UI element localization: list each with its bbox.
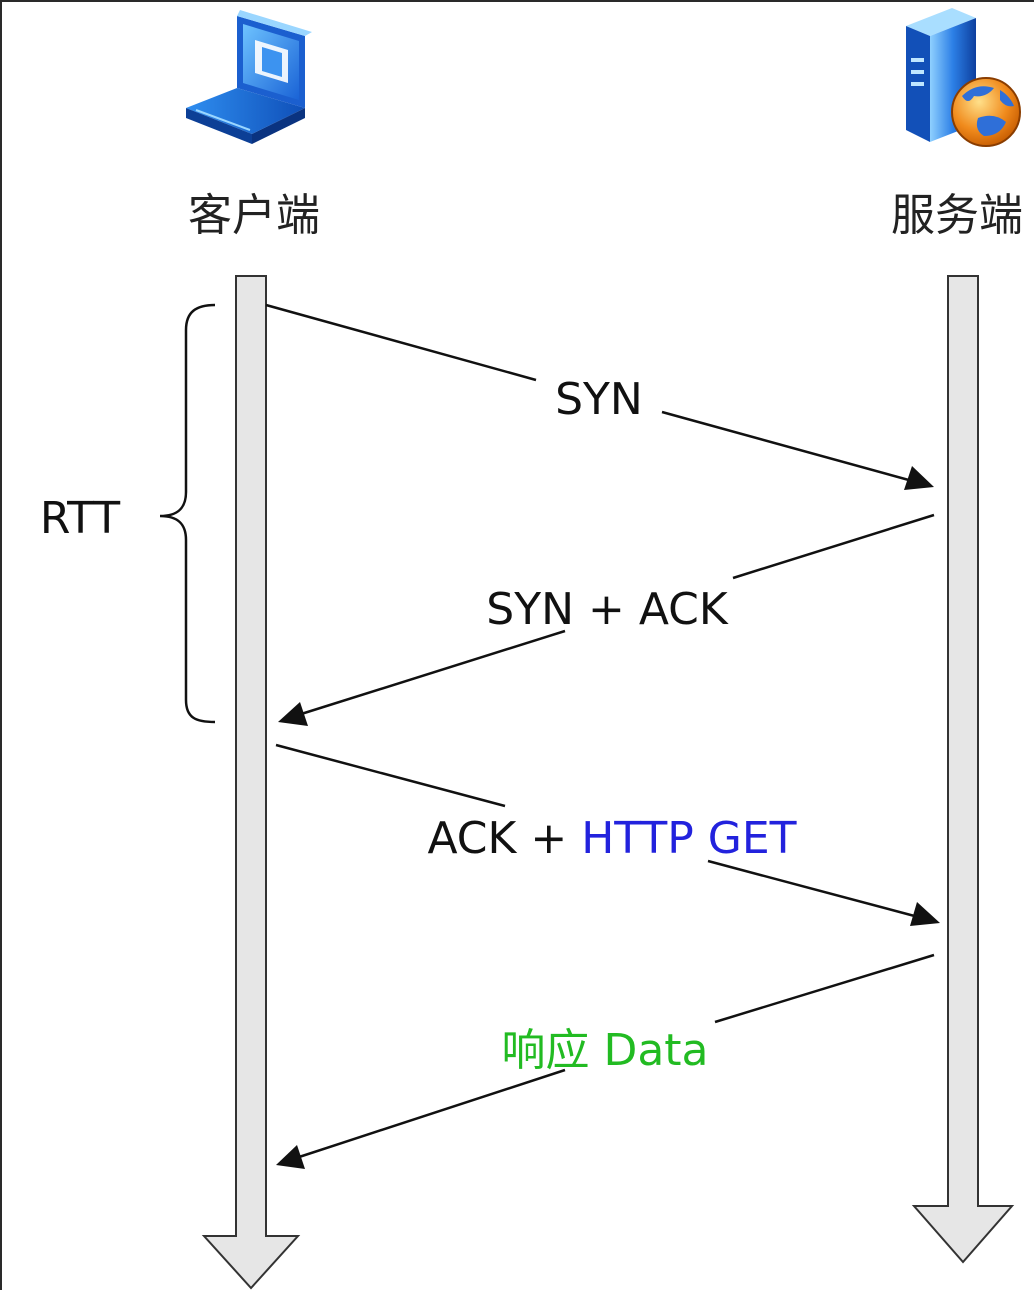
http-get-label-text: HTTP GET xyxy=(581,813,796,864)
ack-http-get-label: ACK + HTTP GET xyxy=(427,813,796,864)
response-data-arrow xyxy=(276,953,935,1169)
ack-label-text: ACK + xyxy=(427,813,581,864)
response-data-label-text: 响应 Data xyxy=(501,1025,708,1076)
syn-label-text: SYN xyxy=(555,374,643,425)
ack-http-get-arrow xyxy=(275,743,940,926)
syn-ack-label-text: SYN + ACK xyxy=(486,584,729,635)
client-lifeline xyxy=(201,275,301,1290)
server-globe-icon xyxy=(906,8,1021,147)
client-label: 客户端 xyxy=(188,190,320,241)
syn-label: SYN xyxy=(555,374,643,425)
syn-ack-label: SYN + ACK xyxy=(486,584,729,635)
frame-top-border xyxy=(0,0,1034,2)
rtt-label: RTT xyxy=(40,493,120,544)
response-data-label: 响应 Data xyxy=(501,1025,708,1076)
syn-arrow xyxy=(265,303,934,490)
rtt-brace xyxy=(159,303,216,724)
server-lifeline xyxy=(911,275,1015,1264)
frame-left-border xyxy=(0,0,2,1290)
server-label: 服务端 xyxy=(891,190,1023,241)
syn-ack-arrow xyxy=(278,513,935,726)
laptop-icon xyxy=(186,10,312,144)
